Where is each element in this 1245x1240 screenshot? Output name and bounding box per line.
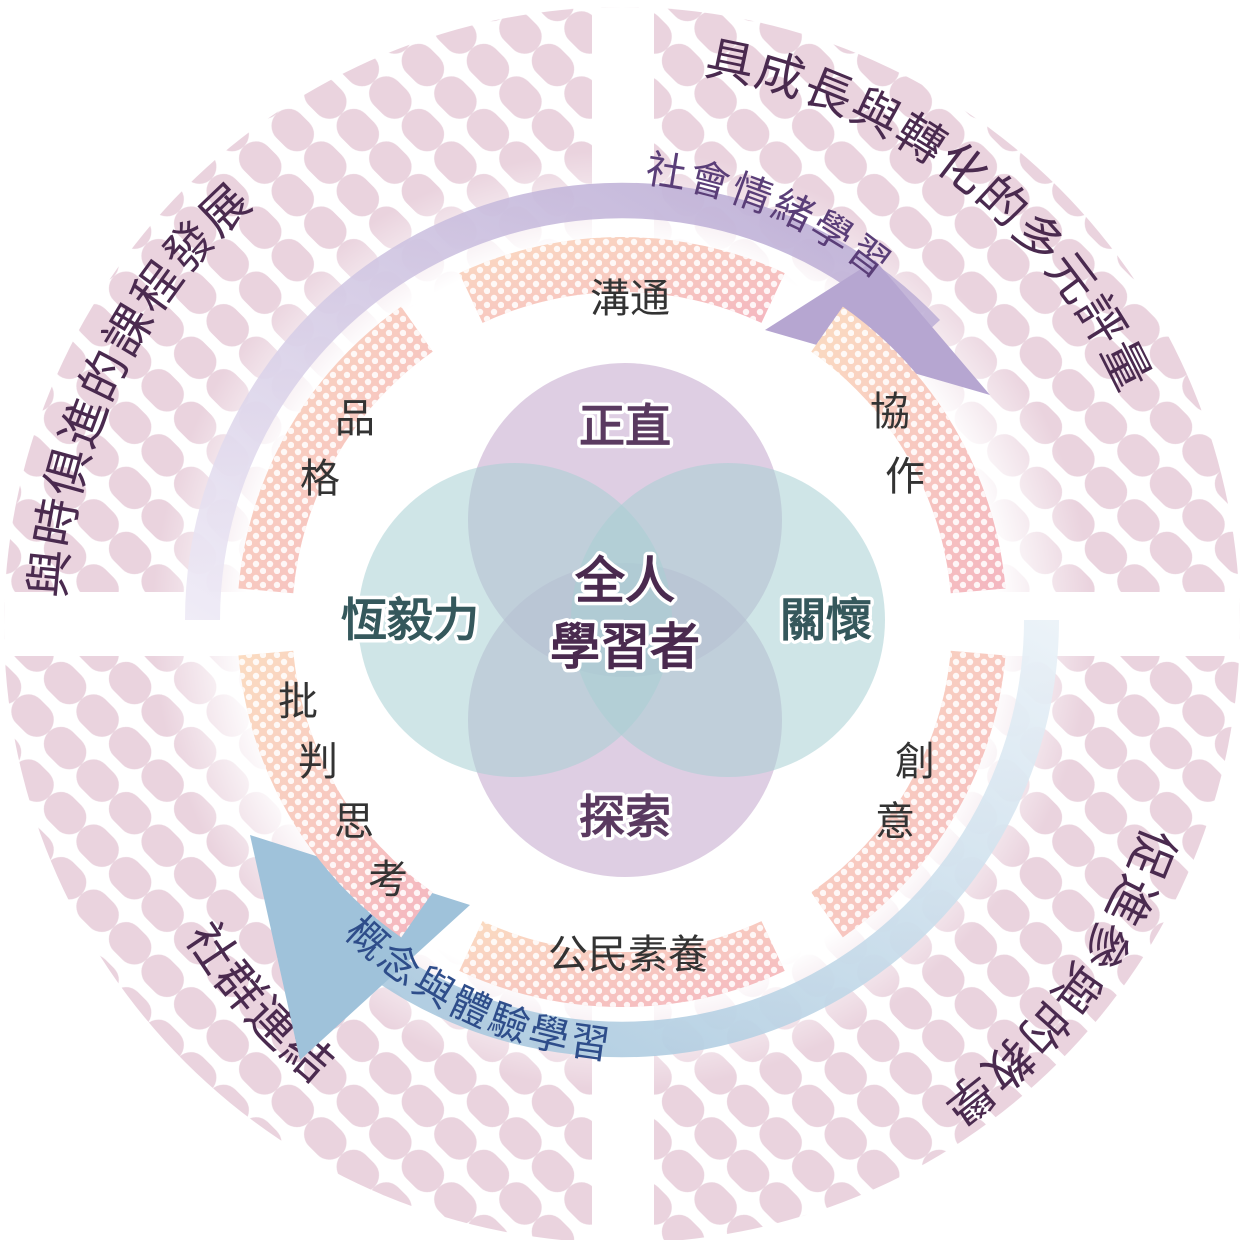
competency-segment-dots-top-left xyxy=(238,306,433,594)
value-left: 恆毅力 xyxy=(341,593,479,647)
competency-top-left-2: 格 xyxy=(300,456,340,502)
competency-top-right-1: 協 xyxy=(870,389,910,435)
competency-bottom-right-1: 創 xyxy=(895,739,935,785)
competency-bottom: 公民素養 xyxy=(548,932,708,978)
competency-bottom-left-3: 思 xyxy=(334,799,374,845)
competency-ring xyxy=(238,237,1006,1008)
value-top: 正直 xyxy=(579,399,671,453)
center-title-line1: 全人 xyxy=(574,552,675,610)
arrow-top xyxy=(184,182,990,620)
competency-segment-dots-bottom-right xyxy=(811,650,1006,938)
competency-bottom-right-2: 意 xyxy=(875,799,915,845)
competency-segment-dots-top xyxy=(459,237,785,323)
value-bottom: 探索 xyxy=(579,790,671,844)
value-circle-right xyxy=(571,463,885,777)
value-right: 關懷 xyxy=(780,593,872,647)
competency-segment-dots-bottom-left xyxy=(238,650,433,938)
competency-segment-dots-bottom xyxy=(459,921,785,1008)
competency-segment-dots-top-right xyxy=(811,306,1006,594)
value-circles xyxy=(358,363,885,877)
competency-top-right-2: 作 xyxy=(885,454,925,500)
competency-bottom-left-4: 考 xyxy=(368,857,408,903)
competency-labels: 溝通 協 作 創 意 公民素養 批 判 思 考 品 格 xyxy=(278,276,935,978)
competency-top: 溝通 xyxy=(590,276,670,322)
center-title-line2: 學習者 xyxy=(550,618,700,676)
competency-bottom-left-2: 判 xyxy=(298,739,338,785)
competency-bottom-left-1: 批 xyxy=(278,679,318,725)
competency-top-left-1: 品 xyxy=(335,396,375,442)
